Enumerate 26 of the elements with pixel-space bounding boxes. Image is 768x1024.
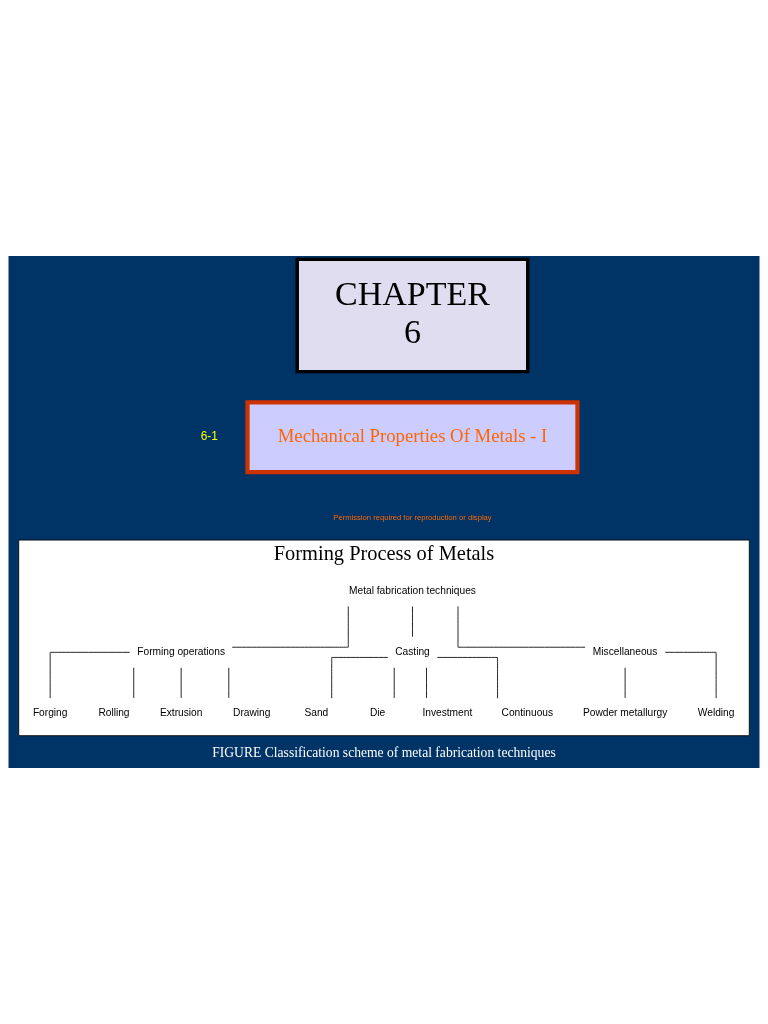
- label: 6-1: [200, 429, 218, 444]
- connector: [49, 651, 131, 699]
- node-text: Investment: [422, 707, 473, 719]
- node-text: Miscellaneous: [592, 645, 658, 657]
- node-text: Drawing: [233, 707, 271, 719]
- node-text: Rolling: [98, 707, 130, 719]
- connector: [331, 657, 389, 699]
- node-text: Welding: [697, 707, 735, 719]
- caption: FIGURE Classification scheme of metal fabrication techniques: [212, 744, 556, 760]
- connector: [412, 606, 413, 638]
- node-text: Forming operations: [137, 645, 226, 657]
- node-text: Continuous: [501, 707, 554, 719]
- label: Permission required for reproduction or display: [333, 512, 492, 522]
- connector: [664, 651, 717, 699]
- node-text: Metal fabrication techniques: [349, 584, 476, 596]
- node-text: Forging: [32, 707, 68, 719]
- node-box: Mechanical Properties Of Metals - I: [245, 400, 580, 475]
- connector: [436, 657, 498, 699]
- node-text: Powder metallurgy: [582, 707, 668, 719]
- node-text: Extrusion: [159, 707, 203, 719]
- node-text: Sand: [304, 707, 329, 719]
- connector: [426, 667, 427, 699]
- node-box: CHAPTER 6: [295, 257, 530, 374]
- node-text: Casting: [395, 645, 430, 657]
- connector: [231, 606, 349, 648]
- node-text: Die: [369, 707, 386, 719]
